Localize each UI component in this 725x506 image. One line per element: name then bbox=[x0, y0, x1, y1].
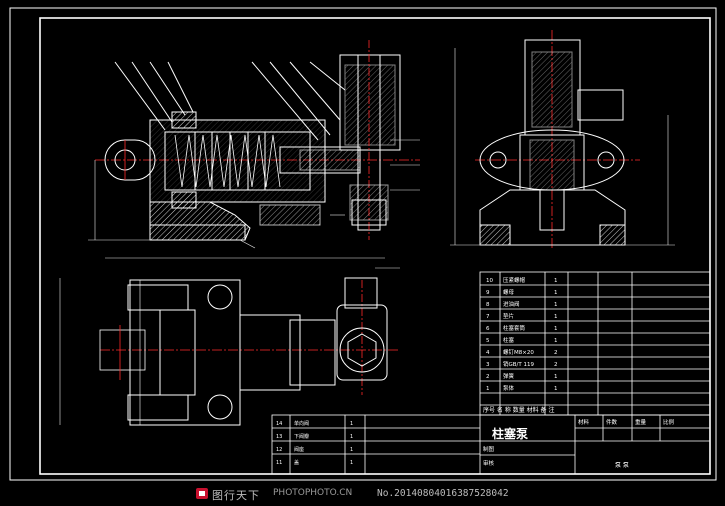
part-name: 下阀瓣 bbox=[294, 433, 309, 440]
side-view bbox=[450, 30, 675, 250]
part-qty: 1 bbox=[554, 290, 558, 296]
parts-header-row: 序号 名 称 数量 材料 备 注 bbox=[483, 406, 554, 414]
watermark-tagline: PHOTOPHOTO.CN bbox=[273, 488, 353, 498]
part-number: 11 bbox=[276, 460, 282, 466]
part-number: 14 bbox=[276, 421, 282, 427]
top-view bbox=[59, 257, 400, 426]
part-number: 10 bbox=[486, 278, 493, 284]
part-name: 垫片 bbox=[503, 312, 514, 320]
part-name: 柱塞 bbox=[503, 336, 515, 344]
part-qty: 1 bbox=[350, 447, 353, 453]
part-qty: 1 bbox=[554, 278, 558, 284]
material-label: 材料 bbox=[578, 418, 590, 426]
part-qty: 2 bbox=[554, 362, 558, 368]
watermark-bar: 图行天下 PHOTOPHOTO.CN No.201408040163875280… bbox=[0, 486, 725, 502]
part-name: 螺钉M8×20 bbox=[503, 348, 534, 356]
scale-label: 比例 bbox=[663, 418, 675, 426]
part-number: 12 bbox=[276, 447, 282, 453]
drawing-title: 柱塞泵 bbox=[492, 426, 528, 441]
part-qty: 2 bbox=[554, 350, 558, 356]
part-qty: 1 bbox=[350, 460, 353, 466]
part-name: 盖 bbox=[294, 459, 299, 466]
part-name: 柱塞套筒 bbox=[503, 324, 526, 332]
drawn-by-label: 制图 bbox=[483, 445, 495, 453]
part-number: 1 bbox=[486, 386, 490, 392]
part-number: 5 bbox=[486, 338, 490, 344]
part-qty: 1 bbox=[554, 386, 558, 392]
part-number: 6 bbox=[486, 326, 490, 332]
front-view-section bbox=[88, 40, 420, 249]
part-qty: 1 bbox=[554, 338, 558, 344]
part-number: 7 bbox=[486, 314, 490, 320]
parts-list-text: 10 压紧螺帽 1 9 螺母 1 8 进油阀 1 7 垫片 1 6 柱塞套筒 1 5 柱塞 1 4 螺钉M8×20 2 3… bbox=[486, 276, 558, 392]
part-qty: 1 bbox=[350, 421, 353, 427]
watermark-id: No.20140804016387528042 bbox=[377, 488, 509, 499]
part-name: 弹簧 bbox=[503, 372, 515, 380]
weight-label: 重量 bbox=[635, 418, 647, 426]
part-qty: 1 bbox=[554, 326, 558, 332]
part-number: 3 bbox=[486, 362, 490, 368]
part-number: 2 bbox=[486, 374, 490, 380]
drawing-title-short: 泵 泵 bbox=[615, 462, 629, 469]
part-qty: 1 bbox=[554, 302, 558, 308]
part-number: 8 bbox=[486, 302, 490, 308]
part-qty: 1 bbox=[350, 434, 353, 440]
watermark-site-name: 图行天下 bbox=[212, 489, 260, 502]
part-name: 进油阀 bbox=[503, 300, 520, 308]
part-qty: 1 bbox=[554, 374, 558, 380]
part-name: 阀座 bbox=[294, 446, 304, 453]
count-label: 件数 bbox=[606, 418, 618, 426]
parts-list-grid bbox=[271, 271, 711, 475]
part-qty: 1 bbox=[554, 314, 558, 320]
part-name: 销GB/T 119 bbox=[503, 360, 534, 368]
part-name: 压紧螺帽 bbox=[503, 276, 526, 284]
part-number: 4 bbox=[486, 350, 490, 356]
part-number: 9 bbox=[486, 290, 490, 296]
part-name: 泵体 bbox=[503, 384, 515, 392]
part-name: 螺母 bbox=[503, 288, 515, 296]
part-number: 13 bbox=[276, 434, 282, 440]
part-name: 单向阀 bbox=[294, 420, 309, 427]
site-logo-icon bbox=[196, 488, 208, 499]
checked-by-label: 审核 bbox=[483, 459, 495, 467]
